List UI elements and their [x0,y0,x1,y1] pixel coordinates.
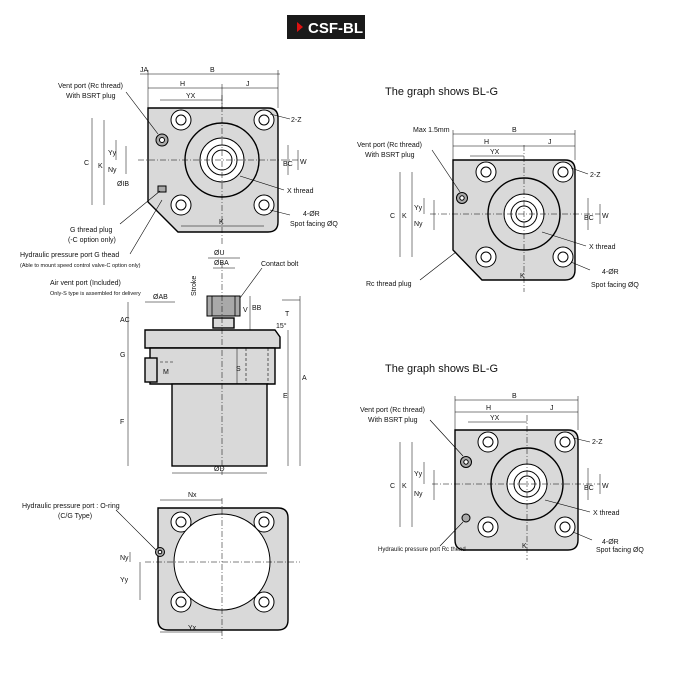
dim-nx: Nx [188,492,197,499]
dim-m: M [163,369,169,376]
label-spot-facing: Spot facing ØQ [290,221,338,228]
label-oring: Hydraulic pressure port : O-ring [22,503,120,510]
dim-yy-v1: Yy [414,205,423,212]
label-g-plug-sub: (-C option only) [68,237,116,244]
label-vent-port-v2: Vent port (Rc thread) [360,407,425,414]
dim-k-v1: K [402,213,407,220]
dim-ba: ØBA [214,260,229,267]
dim-k-h-v1: K [520,273,525,280]
dim-h-v1: H [484,139,489,146]
dim-j-v2: J [550,405,554,412]
dim-ja: JA [140,67,149,74]
dim-k-vertical: K [98,163,103,170]
label-vent-port-v1: Vent port (Rc thread) [357,142,422,149]
label-spot-facing-v1: Spot facing ØQ [591,282,639,289]
dim-yx-v1: YX [490,149,500,156]
page-title: CSF-BL [308,20,363,37]
dim-w-v1: W [602,213,609,220]
dim-yy-bottom: Yy [120,577,129,584]
label-spot-facing-v2: Spot facing ØQ [596,547,644,554]
top-view: JA B H J YX C K Yy Ny ØIB BC W K Vent po… [20,67,338,269]
label-vent-plug-v2: With BSRT plug [368,417,418,424]
variant-one-heading: The graph shows BL-G [385,86,498,98]
side-view: ØU ØBA ØAB Stroke Contact bolt V BB T 15… [50,250,307,475]
dim-f: F [120,419,124,426]
dim-b: B [210,67,215,74]
dim-t: T [285,311,290,318]
variant-two-view: The graph shows BL-G B H J YX C K Yy Ny … [360,363,644,560]
label-x-thread: X thread [287,188,314,195]
dim-ny-bottom: Ny [120,555,129,562]
label-g-plug: G thread plug [70,227,113,234]
dim-bc-v2: BC [584,485,594,492]
dim-c: C [84,160,89,167]
dim-d: ØD [214,466,225,473]
label-hyd-port: Hydraulic pressure port G thead [20,252,119,259]
label-hyd-port-sub: (Able to mount speed control valve-C opt… [20,263,141,269]
label-vent-port-plug: With BSRT plug [66,93,116,100]
label-r-holes: 4-ØR [303,211,320,218]
dim-ny-v1: Ny [414,221,423,228]
dim-k-h-v2: K [522,543,527,550]
dim-w-v2: W [602,483,609,490]
dim-ab: ØAB [153,294,168,301]
dim-yy-v2: Yy [414,471,423,478]
dim-a: A [302,375,307,382]
dim-ny-v2: Ny [414,491,423,498]
dim-yy: Yy [108,150,117,157]
dim-b-v2: B [512,393,517,400]
red-triangle-icon [297,22,303,32]
dim-yx-bottom: Yx [188,625,197,632]
label-r-holes-v2: 4-ØR [602,539,619,546]
dim-bc: BC [283,161,293,168]
dim-j: J [246,81,250,88]
dim-e: E [283,393,288,400]
dim-angle: 15° [276,322,287,330]
bottom-view: Nx Yx Ny Yy Hydraulic pressure port : O-… [22,492,300,640]
label-oring-sub: (C/G Type) [58,513,92,520]
label-x-thread-v1: X thread [589,244,616,251]
dim-ny: Ny [108,167,117,174]
dim-max: Max 1.5mm [413,127,450,134]
dim-yx-v2: YX [490,415,500,422]
label-rc-plug: Rc thread plug [366,281,412,288]
label-x-thread-v2: X thread [593,510,620,517]
dim-j-v1: J [548,139,552,146]
dim-v: V [243,307,248,314]
dim-k-horizontal: K [219,219,224,226]
title-badge: CSF-BL [287,15,365,39]
dim-b-v1: B [512,127,517,134]
dim-h-v2: H [486,405,491,412]
label-stroke: Stroke [191,276,198,296]
dim-g: G [120,352,125,359]
label-vent-port: Vent port (Rc thread) [58,83,123,90]
label-contact-bolt: Contact bolt [261,261,298,268]
dim-w: W [300,159,307,166]
label-holes-v2: 2-Z [592,439,603,446]
dim-h: H [180,81,185,88]
variant-one-view: The graph shows BL-G Max 1.5mm B H J YX … [357,86,639,292]
dim-c-v1: C [390,213,395,220]
variant-two-heading: The graph shows BL-G [385,363,498,375]
dim-s: S [236,366,241,373]
dim-c-v2: C [390,483,395,490]
label-holes-v1: 2-Z [590,172,601,179]
label-holes: 2-Z [291,117,302,124]
dim-u: ØU [214,250,225,257]
dim-ac: AC [120,317,130,324]
label-hyd-port-v2: Hydraulic pressure port Rc thead [378,547,466,553]
label-air-vent-sub: Only-S type is assembled for delivery [50,291,141,297]
dim-ib: ØIB [117,181,129,188]
dim-bc-v1: BC [584,215,594,222]
label-air-vent: Air vent port (Included) [50,280,121,287]
label-vent-plug-v1: With BSRT plug [365,152,415,159]
dim-k-v2: K [402,483,407,490]
dim-yx: YX [186,93,196,100]
label-r-holes-v1: 4-ØR [602,269,619,276]
dim-bb: BB [252,305,262,312]
